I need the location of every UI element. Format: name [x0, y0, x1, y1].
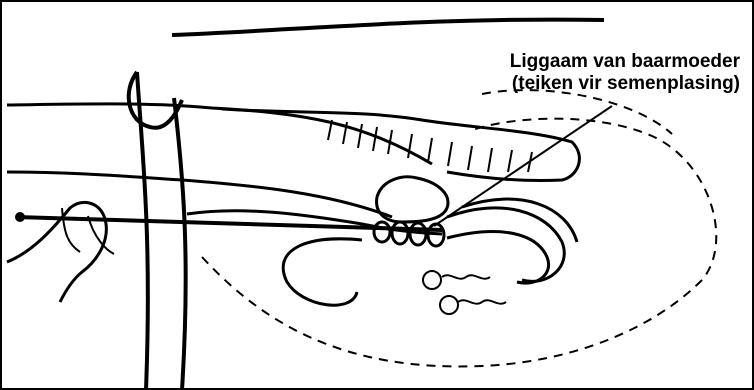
tail-inner-line	[174, 98, 186, 390]
uterine-horns	[447, 199, 577, 283]
cow-spine-line	[172, 20, 604, 35]
callout-line-1: Liggaam van baarmoeder	[440, 51, 740, 73]
arm-lower-outline	[7, 172, 392, 217]
rod-end-cap	[15, 212, 25, 222]
callout-line-2: (teiken vir semenplasing)	[440, 73, 740, 95]
upper-dashed-outline	[482, 90, 672, 134]
ovaries	[423, 271, 506, 314]
uterus-body-callout: Liggaam van baarmoeder (teiken vir semen…	[440, 51, 740, 95]
tail-outline	[137, 72, 148, 390]
bladder-loop-outline	[283, 239, 362, 305]
abdominal-cavity-dashed-outline	[202, 119, 716, 367]
